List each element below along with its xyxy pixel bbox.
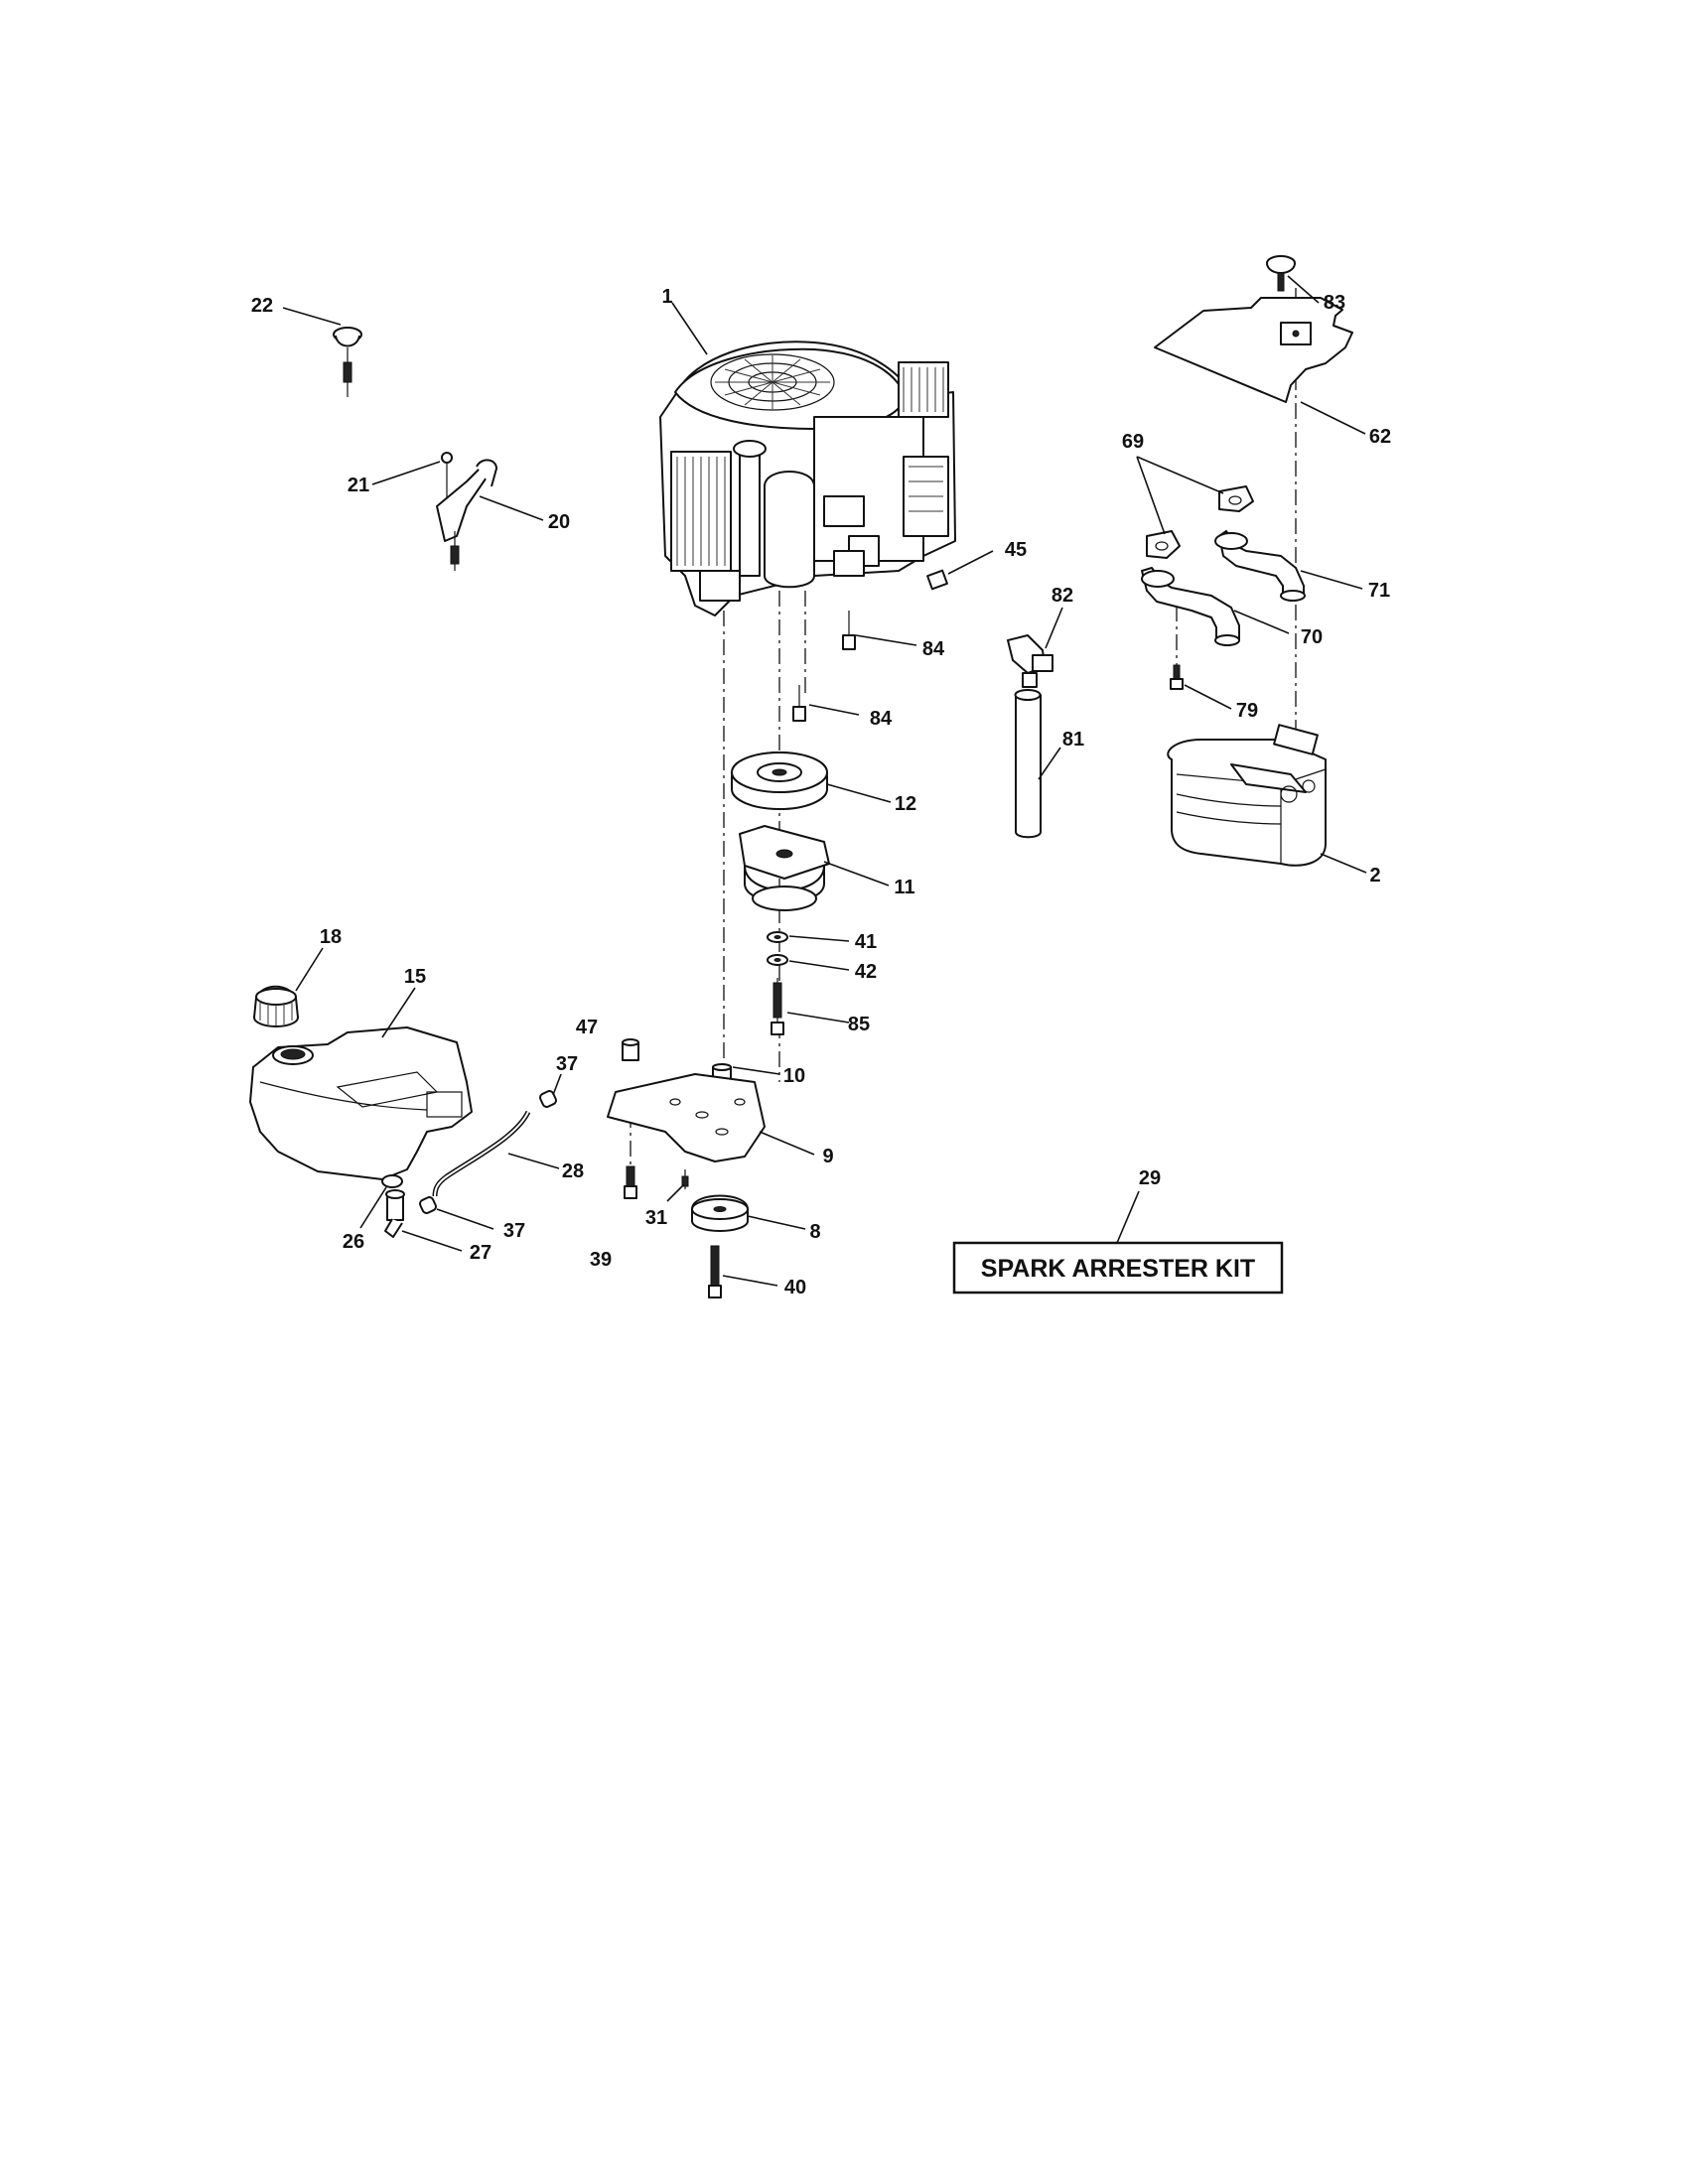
callout-27: 27 (470, 1242, 491, 1264)
callout-29: 29 (1139, 1167, 1161, 1189)
callout-79: 79 (1236, 700, 1258, 722)
callout-69: 69 (1122, 431, 1144, 453)
callout-39: 39 (590, 1249, 612, 1271)
exhaust-pipe-71-part (1214, 530, 1306, 602)
bolt-85-part (771, 978, 784, 1035)
callout-10: 10 (783, 1065, 805, 1087)
screw-83-part (1266, 255, 1296, 292)
callout-83: 83 (1324, 292, 1345, 314)
callout-8: 8 (809, 1221, 820, 1243)
spark-arrester-kit-label: SPARK ARRESTER KIT (981, 1255, 1255, 1283)
callout-20: 20 (548, 511, 570, 533)
callout-85: 85 (848, 1014, 870, 1035)
callout-18: 18 (320, 926, 342, 948)
callout-2: 2 (1369, 865, 1380, 887)
bolts-84-part (792, 611, 856, 722)
bracket-9-part (607, 1073, 766, 1162)
clutch-11-part (739, 825, 830, 911)
callout-22: 22 (251, 295, 273, 317)
callout-81: 81 (1062, 729, 1084, 751)
washers-41-42-part (767, 931, 788, 966)
heat-shield-62-part (1154, 297, 1353, 403)
callout-31: 31 (645, 1207, 667, 1229)
bolt-79-part (1170, 664, 1184, 690)
throttle-bracket-part (436, 452, 497, 571)
bolt-40-part (708, 1245, 722, 1298)
callout-71: 71 (1368, 580, 1390, 602)
dipstick-plug-part (333, 327, 362, 397)
bolts-39-31-part (624, 1165, 689, 1199)
callout-11: 11 (894, 877, 914, 898)
callout-84-lower: 84 (870, 708, 893, 730)
callout-12: 12 (895, 793, 916, 815)
exhaust-pipe-70-part (1141, 567, 1240, 646)
callout-70: 70 (1301, 626, 1323, 648)
leader-lines (282, 275, 1367, 1287)
valve-26-27-part (381, 1174, 405, 1238)
muffler-2-part (1167, 724, 1327, 867)
callout-47: 47 (576, 1017, 598, 1038)
callout-37-upper: 37 (556, 1053, 578, 1075)
callout-40: 40 (784, 1277, 806, 1298)
clamps-37-part (419, 1090, 557, 1214)
callout-37-lower: 37 (503, 1220, 525, 1242)
callout-45: 45 (1005, 539, 1027, 561)
callout-42: 42 (855, 961, 877, 983)
fuel-cap-18-part (253, 985, 299, 1027)
callout-82: 82 (1052, 585, 1073, 607)
gaskets-69-part (1146, 485, 1254, 559)
fuel-tank-15-part (249, 1026, 473, 1180)
spark-arrester-kit-box (952, 1241, 1284, 1295)
callout-28: 28 (562, 1160, 584, 1182)
callout-26: 26 (343, 1231, 364, 1253)
callout-15: 15 (404, 966, 426, 988)
tube-81-part (1014, 689, 1042, 839)
callout-21: 21 (348, 475, 369, 496)
nut-45-part (926, 569, 948, 591)
idler-pulley-8-part (691, 1194, 749, 1232)
callout-84-upper: 84 (922, 638, 945, 660)
elbow-fitting-82-part (1007, 634, 1053, 688)
callout-41: 41 (855, 931, 877, 953)
engine-part (659, 341, 956, 616)
callout-9: 9 (822, 1146, 833, 1167)
callout-labels: 1 22 21 20 45 84 84 82 81 83 62 69 71 70… (251, 286, 1391, 1298)
callout-1: 1 (661, 286, 672, 308)
pulley-12-part (731, 751, 828, 810)
callout-62: 62 (1369, 426, 1391, 448)
